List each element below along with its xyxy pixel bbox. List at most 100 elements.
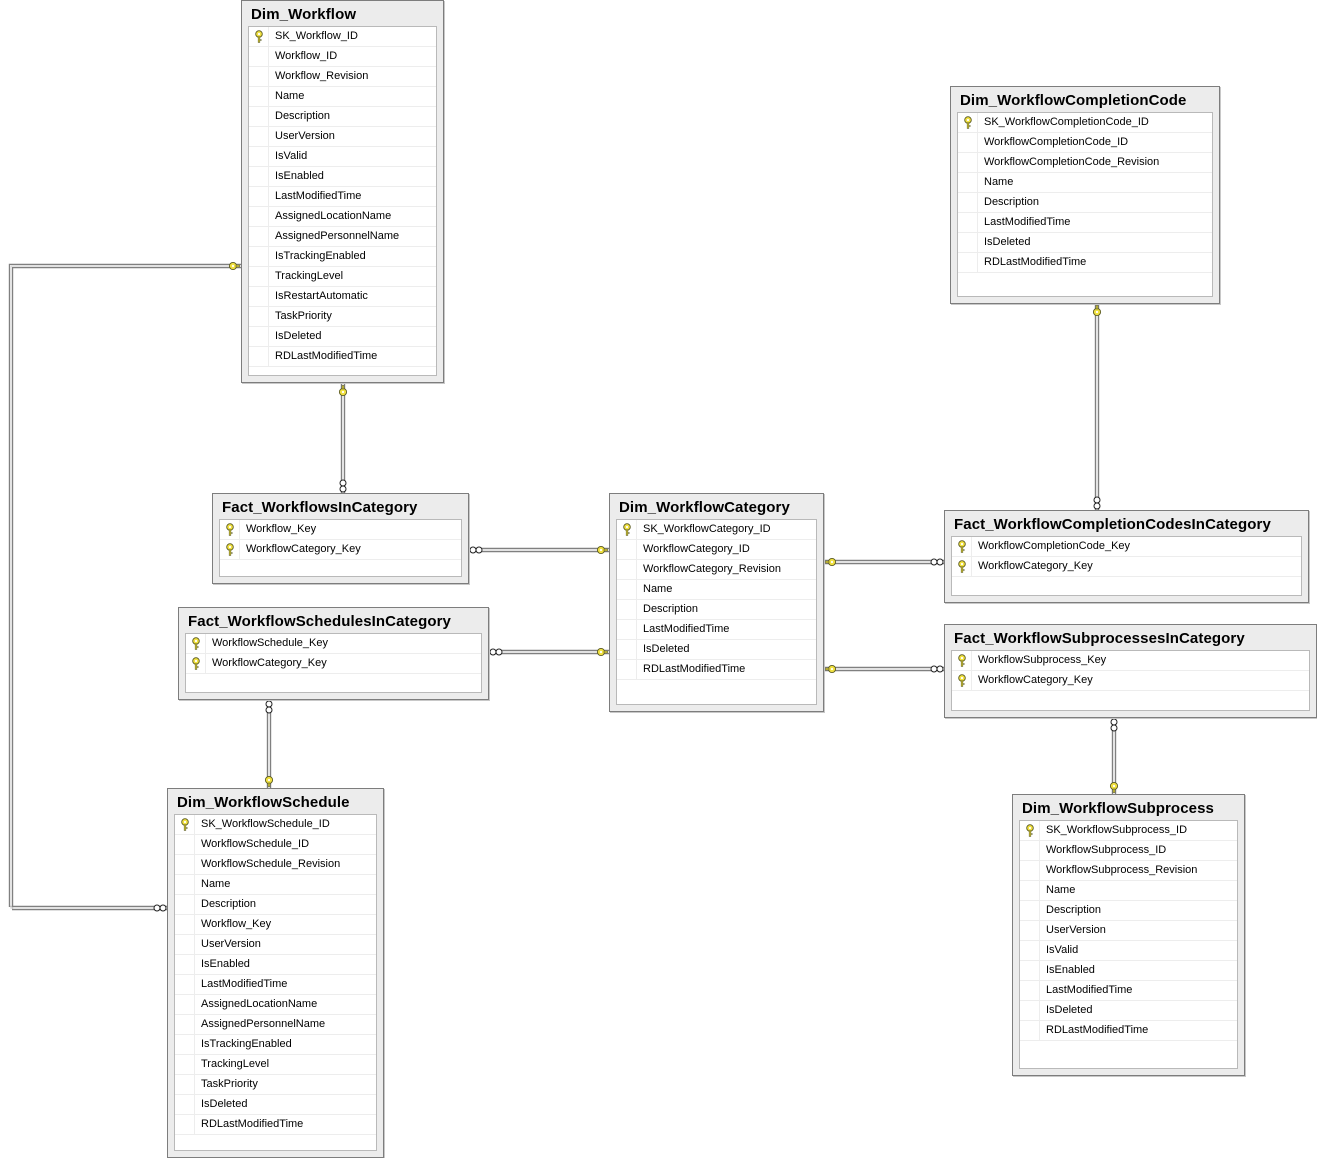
column-name: IsDeleted bbox=[643, 643, 690, 655]
column-name: IsTrackingEnabled bbox=[275, 250, 366, 262]
column-row[interactable]: WorkflowSchedule_Revision bbox=[175, 855, 376, 875]
column-row[interactable]: Name bbox=[249, 87, 436, 107]
column-row[interactable]: WorkflowCategory_Key bbox=[952, 557, 1301, 577]
relationship-dim_workflowcategory-to-fact_workflowsubprocessesincategory[interactable] bbox=[824, 664, 944, 674]
column-row[interactable]: Workflow_Key bbox=[220, 520, 461, 540]
column-row[interactable]: TaskPriority bbox=[249, 307, 436, 327]
column-row[interactable]: IsDeleted bbox=[175, 1095, 376, 1115]
column-row[interactable]: WorkflowSchedule_Key bbox=[186, 634, 481, 654]
column-row[interactable]: IsTrackingEnabled bbox=[175, 1035, 376, 1055]
column-row[interactable]: LastModifiedTime bbox=[175, 975, 376, 995]
column-row[interactable]: Description bbox=[617, 600, 816, 620]
column-row[interactable]: WorkflowCompletionCode_Revision bbox=[958, 153, 1212, 173]
column-row[interactable]: SK_WorkflowCompletionCode_ID bbox=[958, 113, 1212, 133]
column-row[interactable]: WorkflowSubprocess_Revision bbox=[1020, 861, 1237, 881]
column-row[interactable]: SK_WorkflowSubprocess_ID bbox=[1020, 821, 1237, 841]
relationship-dim_workflowcategory-to-fact_workflowcompletioncodesincategory[interactable] bbox=[824, 557, 944, 567]
row-selector bbox=[249, 167, 269, 186]
relationship-dim_workflowschedule-to-fact_workflowschedulesincategory[interactable] bbox=[264, 700, 274, 788]
column-row[interactable]: UserVersion bbox=[249, 127, 436, 147]
column-row[interactable]: AssignedPersonnelName bbox=[249, 227, 436, 247]
relationship-dim_workflow-to-fact_workflowsincategory[interactable] bbox=[338, 384, 348, 493]
column-row[interactable]: IsValid bbox=[249, 147, 436, 167]
column-row[interactable]: IsValid bbox=[1020, 941, 1237, 961]
row-selector bbox=[958, 213, 978, 232]
column-row[interactable]: IsDeleted bbox=[249, 327, 436, 347]
column-row[interactable]: Description bbox=[175, 895, 376, 915]
column-row[interactable]: Workflow_Revision bbox=[249, 67, 436, 87]
row-selector bbox=[186, 634, 206, 653]
column-row[interactable]: WorkflowCategory_Key bbox=[952, 671, 1309, 691]
column-row[interactable]: LastModifiedTime bbox=[1020, 981, 1237, 1001]
column-row[interactable]: Name bbox=[617, 580, 816, 600]
column-row[interactable]: WorkflowCompletionCode_ID bbox=[958, 133, 1212, 153]
column-row[interactable]: IsEnabled bbox=[249, 167, 436, 187]
column-row[interactable]: Description bbox=[1020, 901, 1237, 921]
column-row[interactable]: Description bbox=[249, 107, 436, 127]
column-name: RDLastModifiedTime bbox=[984, 256, 1087, 268]
column-row[interactable]: RDLastModifiedTime bbox=[175, 1115, 376, 1135]
column-row[interactable]: TaskPriority bbox=[175, 1075, 376, 1095]
relationship-dim_workflowcompletioncode-to-fact_workflowcompletioncodesincategory[interactable] bbox=[1092, 304, 1102, 510]
column-row[interactable]: AssignedPersonnelName bbox=[175, 1015, 376, 1035]
column-row[interactable]: LastModifiedTime bbox=[958, 213, 1212, 233]
column-row[interactable]: IsTrackingEnabled bbox=[249, 247, 436, 267]
column-row[interactable]: IsEnabled bbox=[1020, 961, 1237, 981]
column-row[interactable]: TrackingLevel bbox=[249, 267, 436, 287]
column-row[interactable]: Name bbox=[958, 173, 1212, 193]
column-row[interactable]: Workflow_ID bbox=[249, 47, 436, 67]
column-row[interactable]: WorkflowCategory_Revision bbox=[617, 560, 816, 580]
column-row[interactable]: WorkflowCategory_Key bbox=[186, 654, 481, 674]
column-row[interactable]: SK_Workflow_ID bbox=[249, 27, 436, 47]
column-row[interactable]: RDLastModifiedTime bbox=[1020, 1021, 1237, 1041]
column-row[interactable]: TrackingLevel bbox=[175, 1055, 376, 1075]
relationship-one-key-icon bbox=[228, 261, 240, 271]
relationship-dim_workflowcategory-to-fact_workflowschedulesincategory[interactable] bbox=[489, 647, 609, 657]
column-row[interactable]: SK_WorkflowCategory_ID bbox=[617, 520, 816, 540]
column-row[interactable]: LastModifiedTime bbox=[249, 187, 436, 207]
column-name: SK_WorkflowSchedule_ID bbox=[201, 818, 330, 830]
column-row[interactable]: WorkflowCompletionCode_Key bbox=[952, 537, 1301, 557]
column-row[interactable]: WorkflowCategory_ID bbox=[617, 540, 816, 560]
relationship-one-key-icon bbox=[1109, 781, 1119, 793]
column-row[interactable]: Workflow_Key bbox=[175, 915, 376, 935]
column-row[interactable]: RDLastModifiedTime bbox=[249, 347, 436, 367]
column-row[interactable]: WorkflowCategory_Key bbox=[220, 540, 461, 560]
row-selector bbox=[249, 207, 269, 226]
column-row[interactable]: SK_WorkflowSchedule_ID bbox=[175, 815, 376, 835]
relationship-dim_workflowsubprocess-to-fact_workflowsubprocessesincategory[interactable] bbox=[1109, 718, 1119, 794]
relationship-dim_workflow-to-dim_workflowschedule[interactable] bbox=[8, 261, 241, 912]
column-row[interactable]: Name bbox=[175, 875, 376, 895]
column-row[interactable]: Name bbox=[1020, 881, 1237, 901]
column-row[interactable]: AssignedLocationName bbox=[249, 207, 436, 227]
column-row[interactable]: WorkflowSchedule_ID bbox=[175, 835, 376, 855]
column-row[interactable]: UserVersion bbox=[175, 935, 376, 955]
primary-key-icon bbox=[255, 30, 263, 43]
column-row[interactable]: WorkflowSubprocess_ID bbox=[1020, 841, 1237, 861]
column-row[interactable]: AssignedLocationName bbox=[175, 995, 376, 1015]
column-row[interactable]: RDLastModifiedTime bbox=[617, 660, 816, 680]
column-row[interactable]: IsEnabled bbox=[175, 955, 376, 975]
row-selector bbox=[175, 1015, 195, 1034]
column-row[interactable]: WorkflowSubprocess_Key bbox=[952, 651, 1309, 671]
relationship-dim_workflowcategory-to-fact_workflowsincategory[interactable] bbox=[469, 545, 609, 555]
column-row[interactable]: LastModifiedTime bbox=[617, 620, 816, 640]
column-row[interactable]: IsRestartAutomatic bbox=[249, 287, 436, 307]
column-row[interactable]: IsDeleted bbox=[617, 640, 816, 660]
column-row[interactable]: UserVersion bbox=[1020, 921, 1237, 941]
column-row[interactable]: IsDeleted bbox=[1020, 1001, 1237, 1021]
relationship-one-key-icon bbox=[264, 775, 274, 787]
column-row[interactable]: Description bbox=[958, 193, 1212, 213]
column-row[interactable]: IsDeleted bbox=[958, 233, 1212, 253]
column-name: LastModifiedTime bbox=[643, 623, 730, 635]
column-row[interactable]: RDLastModifiedTime bbox=[958, 253, 1212, 273]
